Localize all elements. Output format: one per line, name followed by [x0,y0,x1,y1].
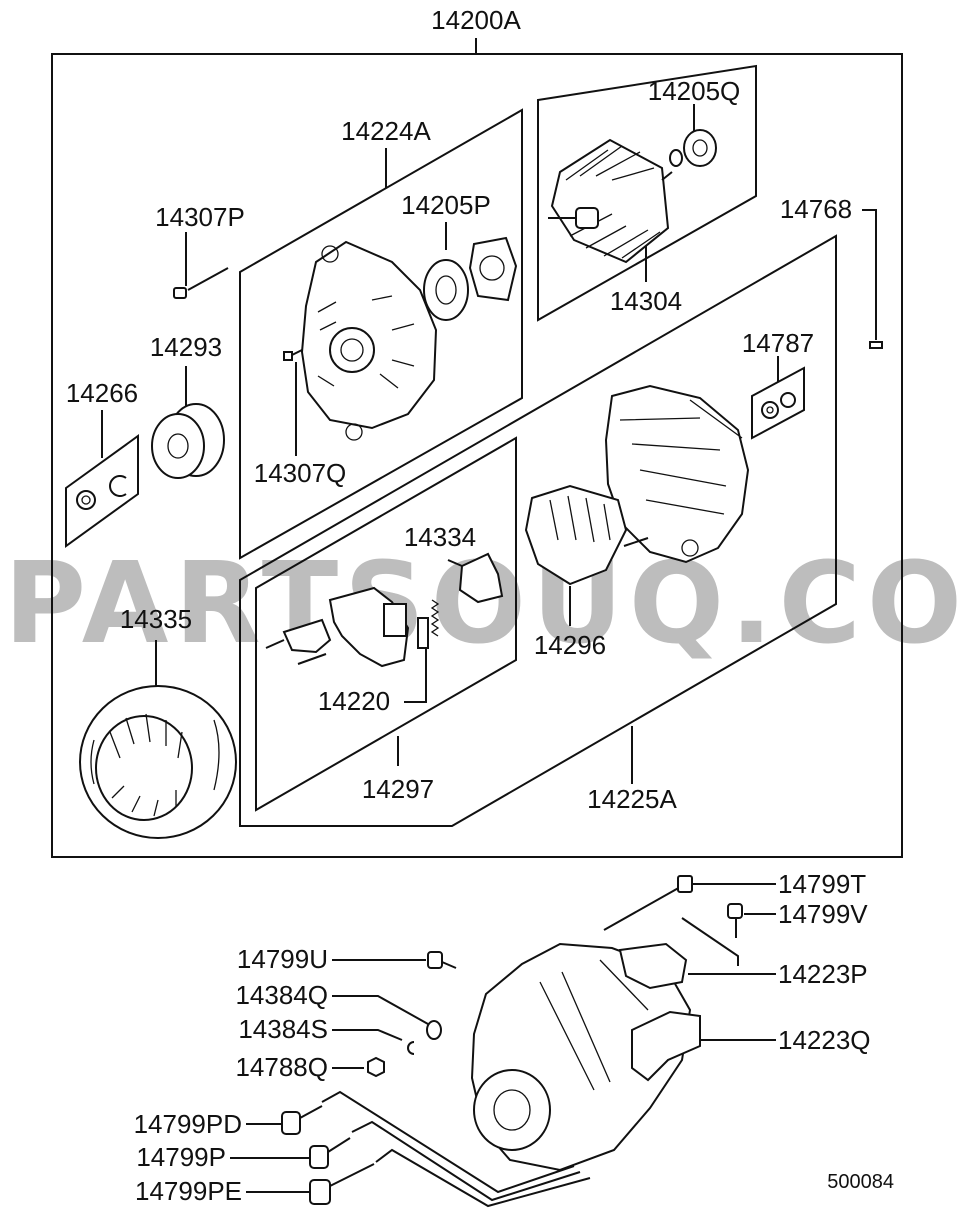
label-14224A[interactable]: 14224A [341,116,431,146]
pin-14768 [869,341,883,349]
label-14788Q[interactable]: 14788Q [235,1052,328,1082]
pulley-14293 [151,403,225,479]
brush-holder-14220 [265,586,440,668]
frame-14225A [239,234,837,827]
bolt-14799PD [281,1105,323,1135]
label-14223P[interactable]: 14223P [778,959,868,989]
label-14307P[interactable]: 14307P [155,202,245,232]
alternator-body [470,942,692,1172]
nut-washer-part [761,392,796,419]
front-bracket [300,240,438,441]
label-14799V[interactable]: 14799V [778,899,868,929]
screw-14307Q [283,349,303,361]
label-14384S[interactable]: 14384S [238,1014,328,1044]
bracket-14223Q [631,1010,701,1082]
bearing-14205P [423,236,518,321]
bolt-14799P [309,1137,351,1169]
label-14296[interactable]: 14296 [534,630,606,660]
bolt-14799PE [309,1163,375,1205]
stator-14335 [79,685,237,839]
label-14205Q[interactable]: 14205Q [648,76,741,106]
label-14799PD[interactable]: 14799PD [134,1109,242,1139]
label-14787[interactable]: 14787 [742,328,814,358]
frame-14224A [239,108,523,560]
label-14334[interactable]: 14334 [404,522,476,552]
label-14304[interactable]: 14304 [610,286,682,316]
label-14799P[interactable]: 14799P [136,1142,226,1172]
label-14799U[interactable]: 14799U [237,944,328,974]
nut-14788Q [367,1056,385,1078]
frame-14266 [65,434,139,548]
label-14384Q[interactable]: 14384Q [235,980,328,1010]
label-14335[interactable]: 14335 [120,604,192,634]
rectifier-14296 [524,484,649,586]
label-14266[interactable]: 14266 [66,378,138,408]
label-14799T[interactable]: 14799T [778,869,866,899]
label-14225A[interactable]: 14225A [587,784,677,814]
bolt-14799T [603,875,693,931]
rotor-14304 [548,138,673,264]
frame-14297 [255,436,517,812]
bolt-14799U [427,951,457,969]
label-14220[interactable]: 14220 [318,686,390,716]
rear-bracket [604,384,750,564]
drawing-number: 500084 [827,1171,894,1193]
label-14307Q[interactable]: 14307Q [254,458,347,488]
label-14223Q[interactable]: 14223Q [778,1025,871,1055]
cover-14334 [447,552,504,604]
frame-14304 [537,64,757,322]
bolt-14307P [173,267,229,299]
lock-washer-14384S [407,1041,415,1055]
label-14297[interactable]: 14297 [362,774,434,804]
label-14293[interactable]: 14293 [150,332,222,362]
snap-ring-part [76,475,127,510]
label-14200A[interactable]: 14200A [431,5,521,35]
label-14768[interactable]: 14768 [780,194,852,224]
bearing-14205Q [669,129,717,167]
label-14799PE[interactable]: 14799PE [135,1176,242,1206]
bolt-14799V [727,903,743,938]
label-14205P[interactable]: 14205P [401,190,491,220]
washer-14384Q [426,1020,442,1040]
frame-14787 [751,366,805,440]
